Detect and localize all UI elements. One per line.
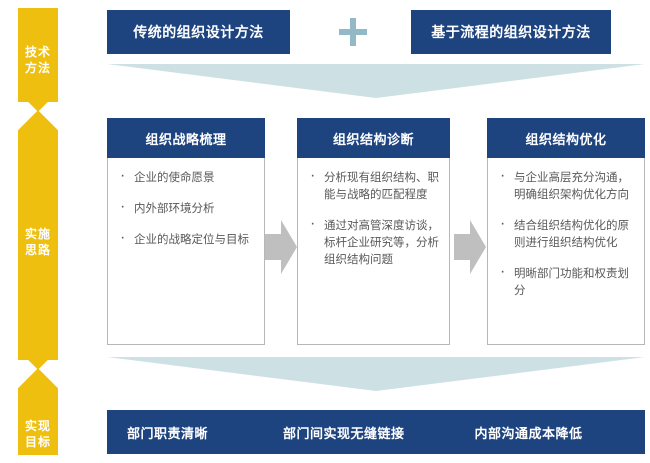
list-item: 与企业高层充分沟通，明确组织架构优化方向 bbox=[494, 167, 634, 204]
funnel-chevron-top bbox=[107, 64, 645, 98]
funnel-chevron-top-shape bbox=[107, 64, 645, 98]
phase-label-technique-method-line1: 技术 bbox=[24, 45, 51, 59]
plus-icon bbox=[339, 18, 367, 46]
step-card-structure-diagnosis-title: 组织结构诊断 bbox=[297, 118, 450, 158]
phase-rail: 技术 方法 实施 思路 实现 目标 bbox=[18, 8, 58, 455]
method-box-traditional: 传统的组织设计方法 bbox=[107, 10, 290, 54]
list-item: 明晰部门功能和权责划分 bbox=[494, 263, 634, 300]
list-item: 企业的战略定位与目标 bbox=[114, 229, 254, 249]
phase-label-realize-goal-line1: 实现 bbox=[24, 419, 51, 433]
list-item: 结合组织结构优化的原则进行组织结构优化 bbox=[494, 215, 634, 252]
list-item: 分析现有组织结构、职能与战略的匹配程度 bbox=[304, 167, 439, 204]
outcome-bar: 部门职责清晰 部门间实现无缝链接 内部沟通成本降低 bbox=[107, 410, 645, 454]
step-card-structure-diagnosis: 组织结构诊断 分析现有组织结构、职能与战略的匹配程度 通过对高管深度访谈，标杆企… bbox=[297, 118, 450, 345]
phase-label-technique-method-line2: 方法 bbox=[24, 61, 51, 75]
connector-arrow-right-1 bbox=[265, 220, 297, 274]
connector-arrow-right-2-shape bbox=[454, 220, 486, 274]
step-card-strategy-review-body: 企业的使命愿景 内外部环境分析 企业的战略定位与目标 bbox=[108, 158, 264, 249]
funnel-chevron-bottom bbox=[107, 357, 645, 391]
outcome-item-clear-responsibility: 部门职责清晰 bbox=[127, 425, 209, 441]
funnel-chevron-bottom-shape bbox=[107, 357, 645, 391]
phase-label-realize-goal: 实现 目标 bbox=[18, 418, 58, 450]
step-card-structure-diagnosis-body: 分析现有组织结构、职能与战略的匹配程度 通过对高管深度访谈，标杆企业研究等，分析… bbox=[298, 158, 449, 269]
outcome-item-seamless-linkage: 部门间实现无缝链接 bbox=[283, 425, 405, 441]
list-item: 通过对高管深度访谈，标杆企业研究等，分析组织结构问题 bbox=[304, 215, 439, 269]
phase-label-technique-method: 技术 方法 bbox=[18, 44, 58, 76]
step-card-structure-diagnosis-bullet-list: 分析现有组织结构、职能与战略的匹配程度 通过对高管深度访谈，标杆企业研究等，分析… bbox=[304, 167, 439, 269]
step-card-strategy-review-bullet-list: 企业的使命愿景 内外部环境分析 企业的战略定位与目标 bbox=[114, 167, 254, 249]
list-item: 内外部环境分析 bbox=[114, 198, 254, 218]
method-box-process-based: 基于流程的组织设计方法 bbox=[411, 10, 611, 54]
step-card-structure-optimization-title: 组织结构优化 bbox=[487, 118, 645, 158]
step-card-strategy-review: 组织战略梳理 企业的使命愿景 内外部环境分析 企业的战略定位与目标 bbox=[107, 118, 265, 345]
connector-arrow-right-1-shape bbox=[265, 220, 297, 274]
phase-rail-chevron-notch-2 bbox=[18, 360, 58, 394]
outcome-item-lower-communication-cost: 内部沟通成本降低 bbox=[474, 425, 583, 441]
phase-label-implementation-approach-line1: 实施 bbox=[24, 227, 51, 241]
step-card-structure-optimization-body: 与企业高层充分沟通，明确组织架构优化方向 结合组织结构优化的原则进行组织结构优化… bbox=[488, 158, 644, 300]
phase-label-implementation-approach: 实施 思路 bbox=[18, 226, 58, 258]
phase-label-implementation-approach-line2: 思路 bbox=[24, 243, 51, 257]
step-card-strategy-review-title: 组织战略梳理 bbox=[107, 118, 265, 158]
phase-label-realize-goal-line2: 目标 bbox=[24, 435, 51, 449]
connector-arrow-right-2 bbox=[454, 220, 486, 274]
list-item: 企业的使命愿景 bbox=[114, 167, 254, 187]
phase-rail-chevron-notch-1 bbox=[18, 102, 58, 136]
step-card-structure-optimization-bullet-list: 与企业高层充分沟通，明确组织架构优化方向 结合组织结构优化的原则进行组织结构优化… bbox=[494, 167, 634, 300]
step-card-structure-optimization: 组织结构优化 与企业高层充分沟通，明确组织架构优化方向 结合组织结构优化的原则进… bbox=[487, 118, 645, 345]
